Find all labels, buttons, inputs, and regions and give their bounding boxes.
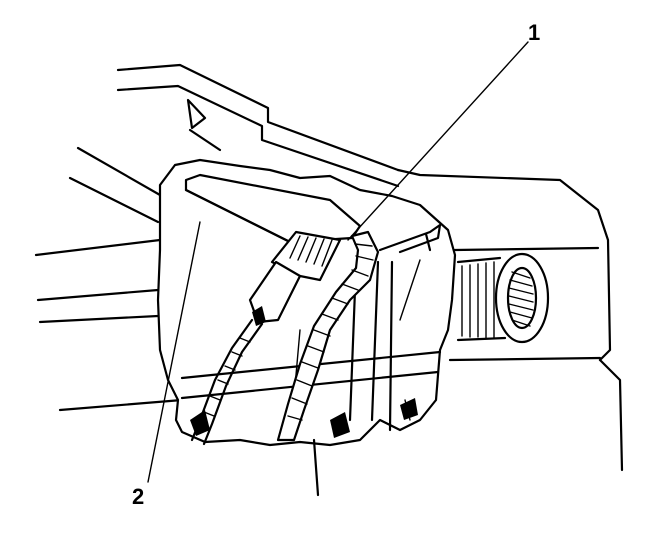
ribbed-knob [456,252,550,344]
electrical-connector [248,230,342,326]
retaining-clip [378,223,442,254]
wire-harness-right [276,230,380,442]
callout-1: 1 [347,20,540,241]
upper-rail [116,63,400,188]
callout-1-leader [347,41,529,241]
housing [396,168,624,472]
callout-2: 2 [132,221,201,509]
left-rails [34,146,184,412]
wire-harness-left [190,318,264,446]
callout-1-label: 1 [528,20,540,45]
callout-2-label: 2 [132,484,144,509]
lower-lead [312,438,320,497]
callout-2-leader [147,221,201,483]
